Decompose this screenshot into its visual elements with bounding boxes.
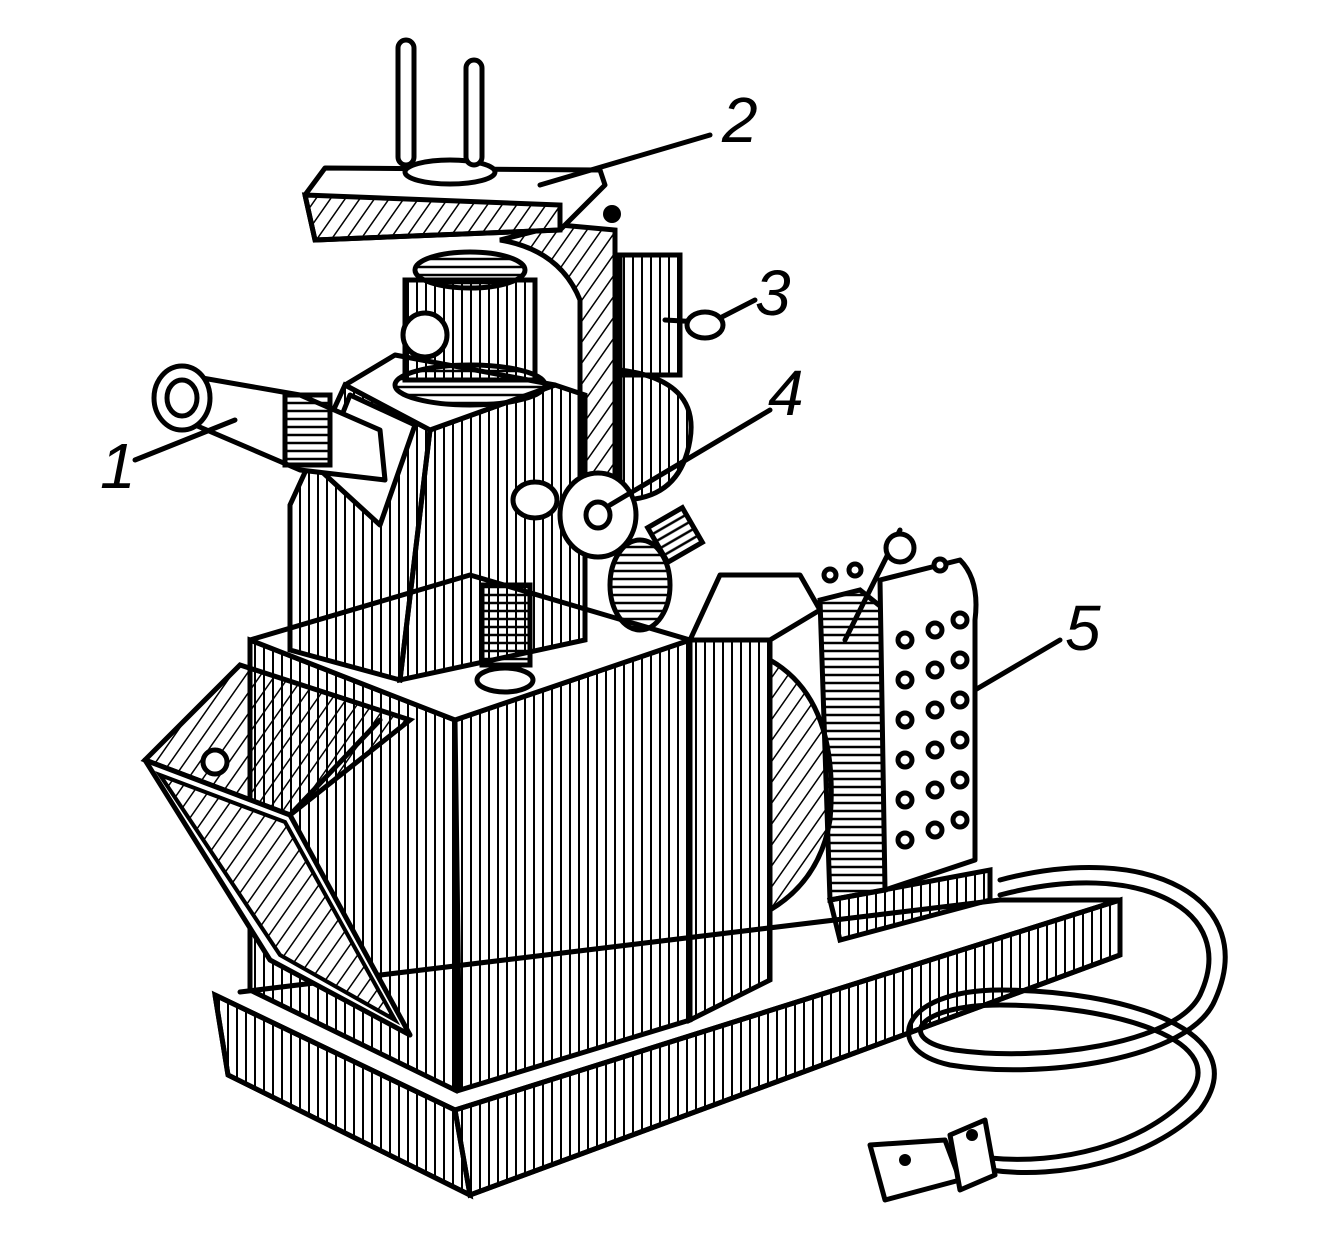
power-cable bbox=[867, 865, 1228, 1203]
callout-labels: 1 2 3 4 5 bbox=[100, 84, 1101, 664]
leader-lines bbox=[132, 132, 1063, 693]
lamp-door bbox=[140, 662, 416, 1038]
transformer-housing bbox=[687, 527, 993, 1025]
leader-line-1 bbox=[132, 417, 238, 463]
leader-line-4 bbox=[607, 407, 773, 508]
base-plate bbox=[211, 896, 1123, 1200]
callout-2: 2 bbox=[721, 84, 758, 156]
focus-knob-small bbox=[662, 309, 726, 341]
cabinet-knob bbox=[474, 582, 536, 695]
leader-line-5 bbox=[972, 637, 1063, 693]
callout-4: 4 bbox=[768, 357, 804, 429]
eyepiece-tube bbox=[151, 363, 388, 483]
callout-3: 3 bbox=[755, 257, 791, 329]
perforation-dots bbox=[821, 556, 970, 850]
callout-5: 5 bbox=[1065, 592, 1101, 664]
focus-knob-large bbox=[510, 470, 706, 633]
objective-turret bbox=[392, 249, 548, 408]
callout-1: 1 bbox=[100, 430, 136, 502]
specimen-stage bbox=[301, 37, 621, 243]
leader-line-3 bbox=[717, 297, 758, 321]
leader-line-2 bbox=[537, 132, 713, 188]
